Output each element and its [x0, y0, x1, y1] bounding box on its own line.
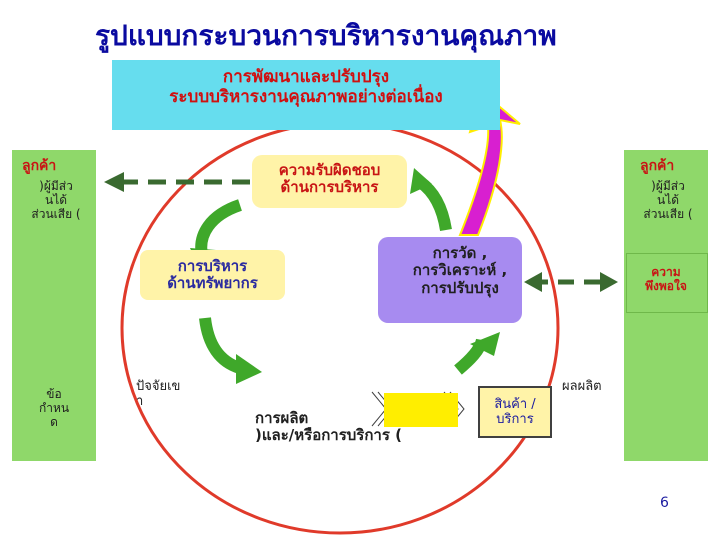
- responsibility-box: [252, 155, 407, 208]
- production-label: การผลิต )และ/หรือการบริการ (: [255, 409, 402, 445]
- resource-mgmt-label: การบริหาร ด้านทรัพยากร: [167, 257, 258, 293]
- dashed-arrow-right: [524, 272, 618, 292]
- arrow-hr-to-production: [199, 317, 262, 384]
- requirements-label: ข้อ กำหน ด: [38, 387, 70, 429]
- output-label: ผลผลิต: [562, 379, 602, 394]
- arrow-measure-to-resp: [410, 168, 452, 232]
- left-customer-label: ลูกค้า: [22, 158, 57, 174]
- right-customer-label: ลูกค้า: [640, 158, 675, 174]
- product-label: สินค้า / บริการ: [494, 397, 536, 427]
- measurement-label: การวัด , การวิเคราะห์ , การปรับปรุง: [412, 244, 508, 297]
- improvement-box: [112, 60, 500, 130]
- resource-mgmt-box: [140, 250, 285, 300]
- measurement-box: [378, 237, 522, 323]
- dashed-arrow-left: [104, 172, 250, 192]
- right-stakeholder-label: )ผู้มีส่ว นได้ ส่วนเสีย (: [643, 179, 693, 221]
- arrow-product-to-measure: [454, 332, 500, 375]
- satisfaction-label: ความ พึงพอใจ: [645, 265, 687, 293]
- requirements-box: [12, 370, 96, 461]
- left-stakeholder-label: )ผู้มีส่ว นได้ ส่วนเสีย (: [31, 179, 81, 221]
- page-number: 6: [660, 495, 669, 511]
- satisfaction-box: [626, 253, 708, 313]
- production-chevron: [384, 393, 458, 427]
- responsibility-label: ความรับผิดชอบ ด้านการบริหาร: [278, 161, 381, 197]
- product-box: [478, 386, 552, 438]
- input-factor-label: ปัจจัยเข า: [136, 379, 181, 409]
- improvement-label: การพัฒนาและปรับปรุง ระบบบริหารงานคุณภาพอ…: [169, 67, 443, 107]
- page-title: รูปแบบกระบวนการบริหารงานคุณภาพ: [95, 19, 557, 52]
